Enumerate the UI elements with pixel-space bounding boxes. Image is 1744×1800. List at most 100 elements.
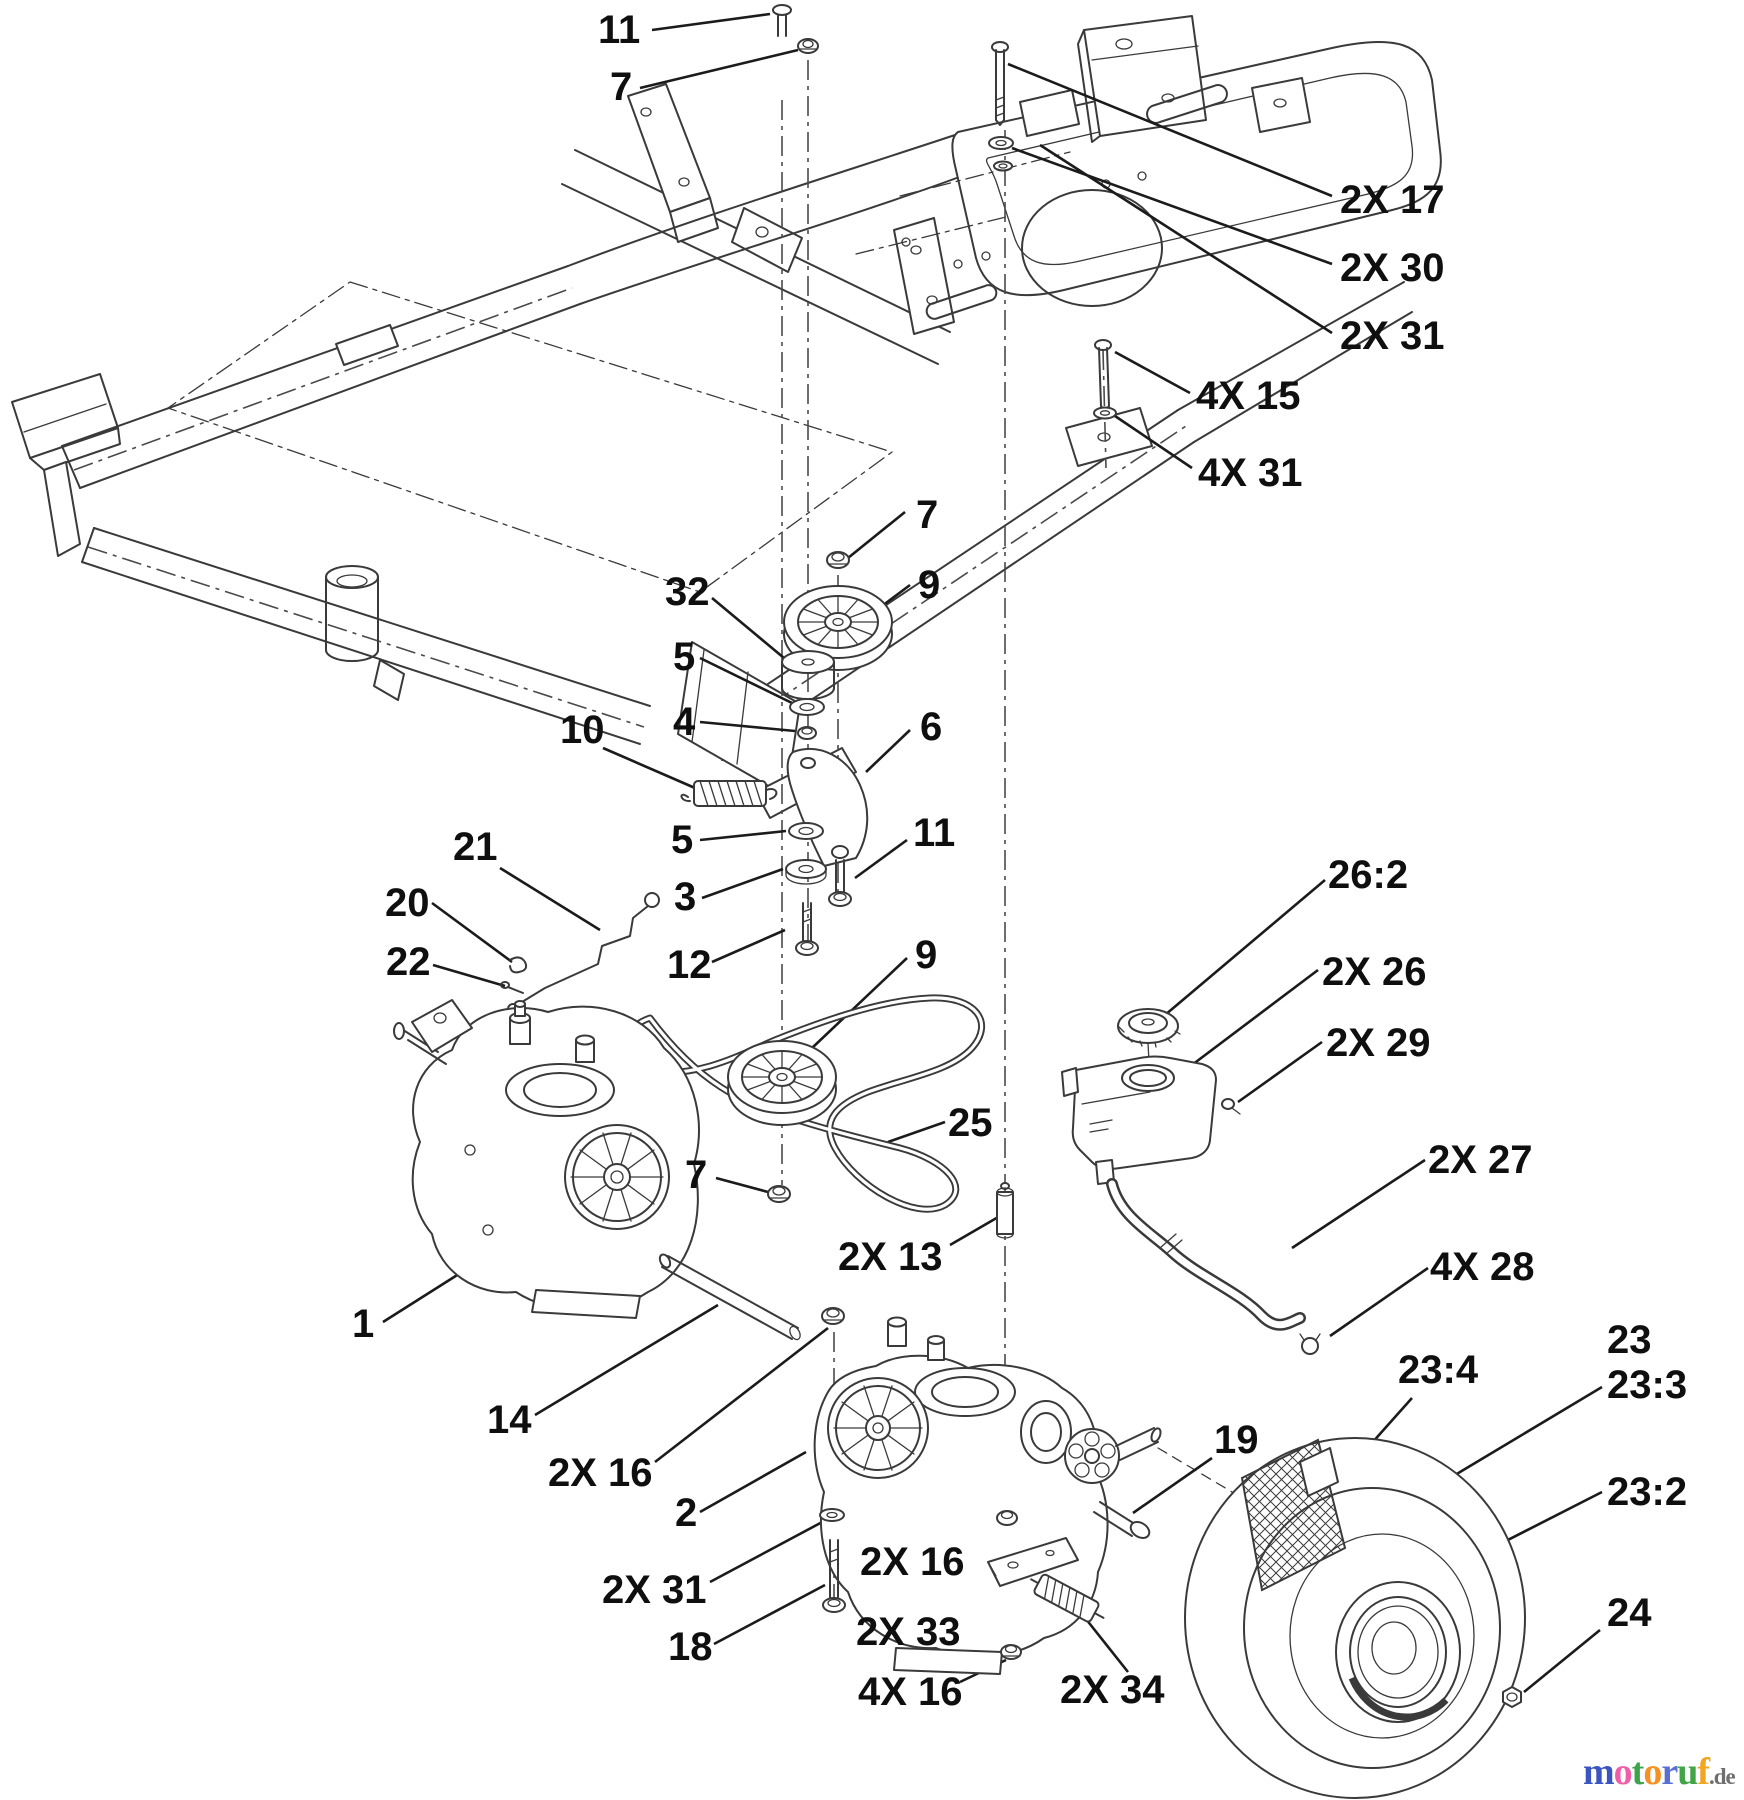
- logo-letter: u: [1677, 1751, 1698, 1793]
- slant-bracket: [893, 217, 955, 335]
- callout-nut-7-top: 7: [610, 65, 632, 109]
- callout-washer-31-bot: 2X 31: [602, 1568, 707, 1612]
- leader-2x29: [1237, 1040, 1323, 1104]
- transaxle-2-vent-caps: [887, 1316, 945, 1361]
- tire-sidewall-ring: [1289, 1533, 1475, 1739]
- axis-bolt-15: [1102, 349, 1107, 469]
- hose-clamp-28: [1299, 1333, 1321, 1355]
- logo-letter: m: [1583, 1751, 1614, 1793]
- brake-rod-21: [507, 892, 660, 1015]
- frame-rail-front-bottom: [81, 561, 641, 745]
- spring-10: [680, 780, 778, 807]
- tank-hose-27: [1106, 1178, 1306, 1331]
- callout-spring-34: 2X 34: [1060, 1668, 1165, 1712]
- tank-body: [1061, 1055, 1217, 1185]
- callout-hose-27: 2X 27: [1428, 1138, 1533, 1182]
- frame-rail-rear-centerline: [73, 287, 573, 471]
- washer-31-top: [993, 160, 1013, 172]
- callout-nut-4: 4: [673, 700, 696, 744]
- callout-nut-7-mid: 7: [916, 493, 938, 537]
- leader-23-3: [1449, 1385, 1603, 1480]
- transaxle-2-axle-stub: [1115, 1427, 1162, 1461]
- rear-plate-inner: [985, 72, 1414, 266]
- leader-2x26: [1171, 968, 1319, 1082]
- axle-tube-14: [658, 1253, 801, 1341]
- rear-wheel-23: [1184, 1437, 1526, 1799]
- logo-suffix: .de: [1709, 1764, 1736, 1789]
- svg-text:motoruf.de: motoruf.de: [1583, 1751, 1736, 1793]
- callout-tank-26: 2X 26: [1322, 950, 1427, 994]
- leader-26-2: [1164, 879, 1326, 1016]
- pin-22: [500, 981, 524, 994]
- leader-19: [1132, 1456, 1213, 1515]
- transaxle-1-foot: [531, 1289, 641, 1319]
- callout-cap-26-2: 26:2: [1328, 853, 1408, 897]
- leader-24: [1523, 1628, 1601, 1694]
- frame-rail-front-cap: [81, 527, 95, 563]
- deck-hidden-edges: [167, 281, 893, 593]
- leader-7-lower: [715, 1176, 769, 1194]
- leader-11-top: [651, 12, 771, 32]
- callout-washer-5-lower: 5: [671, 818, 693, 862]
- parts: [393, 4, 1526, 1799]
- flange-nut-7-mid: [826, 551, 850, 569]
- deck-decal: [1019, 89, 1080, 137]
- leader-32: [711, 597, 791, 664]
- logo-letter: o: [1614, 1751, 1632, 1793]
- frame-rail-rear-bottom: [79, 303, 581, 489]
- nut-4: [797, 726, 817, 740]
- callout-transaxle-2: 2: [675, 1491, 697, 1535]
- callout-washer-3: 3: [674, 875, 696, 919]
- leader-10: [602, 746, 696, 790]
- tire-shoulder: [1243, 1487, 1501, 1769]
- callout-bolt-17: 2X 17: [1340, 178, 1445, 222]
- leader-11-arm: [854, 838, 908, 880]
- transaxle-2-fan: [827, 1377, 929, 1479]
- tank-cap-26-2: [1117, 1008, 1181, 1063]
- tread-label-23-4: [1240, 1438, 1347, 1592]
- transaxle-1-input-shaft: [393, 999, 473, 1065]
- callout-tire-23-3: 23:3: [1607, 1363, 1687, 1407]
- callout-tread-23-4: 23:4: [1398, 1348, 1479, 1392]
- leader-20: [431, 901, 513, 964]
- washer-30: [988, 136, 1014, 150]
- callout-bolt-19: 19: [1214, 1418, 1259, 1462]
- spacer-32: [781, 650, 835, 700]
- leader-2x31-bot: [709, 1518, 827, 1584]
- frame-bumper-leg: [43, 461, 81, 557]
- idler-pulley-9-upper: [783, 585, 893, 671]
- flange-nut-16-left: [821, 1307, 845, 1325]
- clip-20: [509, 956, 528, 974]
- logo-letter: r: [1661, 1751, 1678, 1793]
- callout-belt-25: 25: [948, 1101, 993, 1145]
- callout-nut-7-lower: 7: [685, 1153, 707, 1197]
- spacer-13: [996, 1182, 1014, 1239]
- bolt-11-top: [772, 4, 792, 37]
- leader-25: [887, 1120, 946, 1144]
- leader-22: [432, 963, 506, 988]
- anchor-plate-33: [987, 1537, 1079, 1587]
- callout-plate-33: 2X 33: [856, 1610, 961, 1654]
- hanger-bracket: [731, 207, 803, 273]
- flange-nut-7-lower: [767, 1185, 791, 1203]
- callout-spring-10: 10: [560, 708, 605, 752]
- leader-2x13: [949, 1214, 1001, 1247]
- callout-nut-16-bottom: 4X 16: [858, 1670, 963, 1714]
- valve-nut-24: [1502, 1686, 1522, 1708]
- flange-nut-7-top: [797, 38, 819, 54]
- washer-31-bottom: [819, 1508, 845, 1522]
- leader-2x16-left: [654, 1326, 829, 1464]
- frame-rail-front-top: [93, 527, 651, 707]
- leader-9-lower: [811, 957, 908, 1049]
- bolt-12: [795, 902, 819, 956]
- callout-pulley-9-upper: 9: [918, 563, 940, 607]
- bolt-18: [822, 1539, 846, 1613]
- frame-round-tube: [325, 565, 379, 662]
- leader-7-top: [639, 48, 799, 90]
- leader-2: [699, 1450, 807, 1514]
- spring-34: [1030, 1573, 1105, 1623]
- leader-14: [534, 1303, 719, 1417]
- leader-4x15: [1114, 350, 1191, 395]
- engine-opening-circle: [1021, 189, 1163, 307]
